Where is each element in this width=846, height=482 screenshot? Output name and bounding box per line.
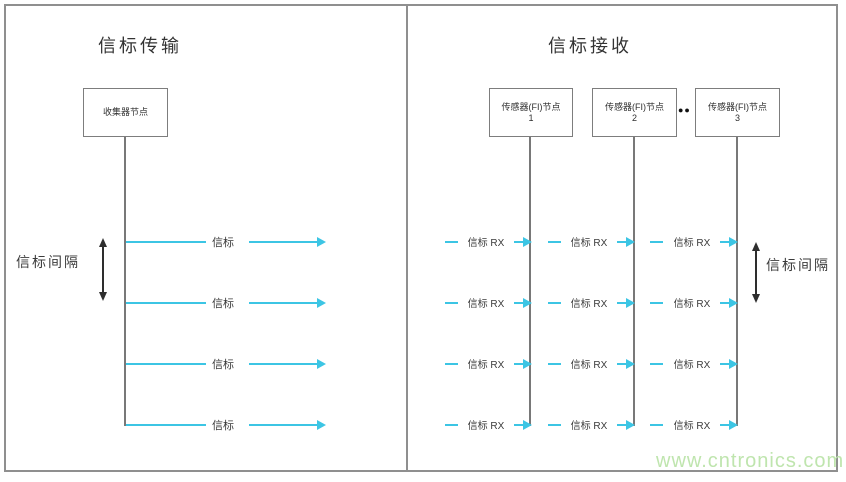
rx-dash <box>650 424 663 426</box>
sensor-node-name: 传感器(FI)节点 <box>501 101 561 112</box>
rx-dash <box>445 241 458 243</box>
rx-dash <box>548 241 561 243</box>
rx-arrowhead-icon <box>729 359 738 369</box>
sensor3-timeline <box>736 137 738 426</box>
outer-frame <box>4 4 838 472</box>
beacon-arrowhead-icon <box>317 359 326 369</box>
rx-arrowhead-icon <box>523 237 532 247</box>
rx-arrowhead-icon <box>626 298 635 308</box>
rx-line <box>720 424 729 426</box>
beacon-label: 信标 <box>212 237 234 249</box>
arrow-up-icon <box>752 242 760 251</box>
sensor2-timeline <box>633 137 635 426</box>
rx-arrowhead-icon <box>729 298 738 308</box>
rx-arrowhead-icon <box>523 420 532 430</box>
rx-arrowhead-icon <box>729 237 738 247</box>
rx-line <box>617 363 626 365</box>
arrow-down-icon <box>99 292 107 301</box>
arrow-stem <box>102 247 104 292</box>
rx-line <box>617 241 626 243</box>
sensor-node-number: 3 <box>734 112 740 123</box>
rx-dash <box>445 424 458 426</box>
rx-label: 信标 RX <box>570 421 608 432</box>
beacon-line <box>126 302 206 304</box>
beacon-arrowhead-icon <box>317 298 326 308</box>
sensor1-timeline <box>529 137 531 426</box>
arrow-stem <box>755 251 757 294</box>
rx-line <box>514 302 523 304</box>
collector-node-label: 收集器节点 <box>102 107 148 117</box>
rx-label: 信标 RX <box>467 238 505 249</box>
beacon-label: 信标 <box>212 298 234 310</box>
rx-dash <box>548 302 561 304</box>
beacon-interval-label-left: 信标间隔 <box>16 254 80 270</box>
rx-line <box>720 302 729 304</box>
rx-line <box>617 302 626 304</box>
sensor-node-name: 传感器(FI)节点 <box>605 101 664 112</box>
beacon-label: 信标 <box>212 359 234 371</box>
rx-arrowhead-icon <box>523 298 532 308</box>
rx-arrowhead-icon <box>626 237 635 247</box>
rx-arrowhead-icon <box>729 420 738 430</box>
rx-label: 信标 RX <box>467 360 505 371</box>
rx-label: 信标 RX <box>570 360 608 371</box>
watermark-text: www.cntronics.com <box>656 450 845 472</box>
rx-arrowhead-icon <box>523 359 532 369</box>
rx-line <box>514 241 523 243</box>
beacon-line <box>126 424 206 426</box>
rx-arrowhead-icon <box>626 359 635 369</box>
rx-label: 信标 RX <box>673 421 711 432</box>
rx-label: 信标 RX <box>673 360 711 371</box>
rx-arrowhead-icon <box>626 420 635 430</box>
beacon-arrowhead-icon <box>317 420 326 430</box>
rx-dash <box>650 302 663 304</box>
rx-dash <box>650 241 663 243</box>
beacon-interval-label-right: 信标间隔 <box>766 257 830 273</box>
rx-label: 信标 RX <box>673 299 711 310</box>
rx-line <box>514 424 523 426</box>
left-panel-title: 信标传输 <box>98 36 182 56</box>
sensor-node-name: 传感器(FI)节点 <box>708 101 767 112</box>
collector-timeline <box>124 137 126 426</box>
beacon-line <box>126 241 206 243</box>
rx-label: 信标 RX <box>570 238 608 249</box>
beacon-line <box>126 363 206 365</box>
rx-line <box>720 363 729 365</box>
rx-dash <box>445 302 458 304</box>
rx-line <box>514 363 523 365</box>
rx-dash <box>445 363 458 365</box>
rx-label: 信标 RX <box>467 299 505 310</box>
arrow-up-icon <box>99 238 107 247</box>
beacon-line <box>249 363 317 365</box>
rx-dash <box>548 424 561 426</box>
beacon-label: 信标 <box>212 420 234 432</box>
beacon-line <box>249 424 317 426</box>
rx-label: 信标 RX <box>570 299 608 310</box>
sensor-node-number: 1 <box>528 112 534 123</box>
ellipsis-dots: ●● <box>678 105 691 115</box>
rx-line <box>720 241 729 243</box>
rx-dash <box>650 363 663 365</box>
collector-node-box: 收集器节点 <box>83 88 168 137</box>
beacon-line <box>249 241 317 243</box>
sensor-node-number: 2 <box>631 112 637 123</box>
beacon-line <box>249 302 317 304</box>
beacon-arrowhead-icon <box>317 237 326 247</box>
rx-label: 信标 RX <box>467 421 505 432</box>
panel-divider-line <box>406 4 408 472</box>
arrow-down-icon <box>752 294 760 303</box>
right-panel-title: 信标接收 <box>548 36 632 56</box>
rx-label: 信标 RX <box>673 238 711 249</box>
rx-line <box>617 424 626 426</box>
rx-dash <box>548 363 561 365</box>
